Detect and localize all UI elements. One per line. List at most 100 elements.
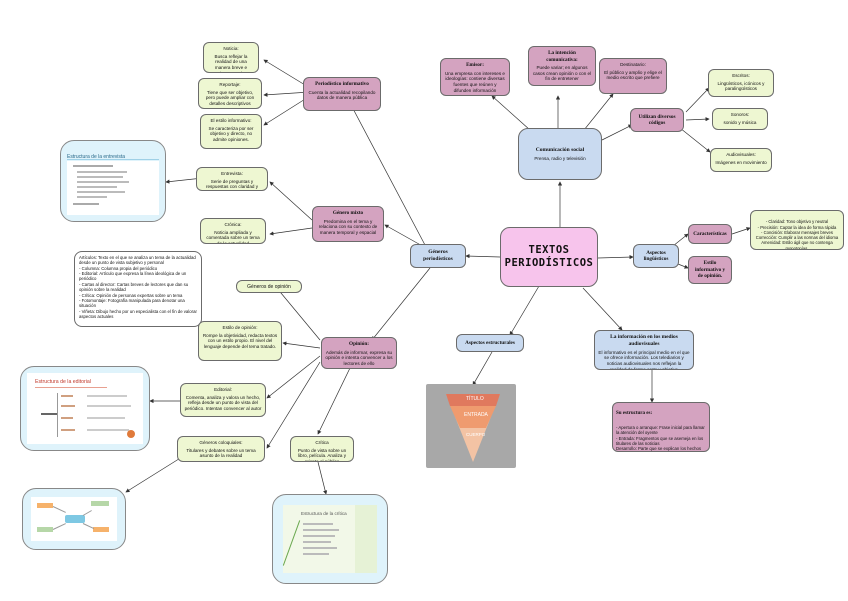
estilo-informativo-title: El estilo informativo:	[210, 118, 252, 123]
opinion-body: Además de informar, expresa su opinión e…	[325, 349, 393, 366]
caracteristicas-title: Características	[693, 230, 727, 237]
comunicacion-social-node: Comunicación social Prensa, radio y tele…	[518, 128, 602, 180]
emisor-title: Emisor:	[466, 62, 484, 68]
intencion-node: La intención comunicativa: Puede variar;…	[528, 46, 596, 86]
sonoros-node: Sonoros: sonido y música	[712, 108, 768, 130]
opinion-item-4: - Crítica: Opinión de personas expertas …	[79, 292, 183, 298]
coloquiales-body: Titulares y debates sobre un tema asunto…	[186, 447, 256, 459]
informacion-body: El informativo es el principal medio en …	[598, 349, 690, 370]
informacion-node: La información en los medios audiovisual…	[594, 330, 694, 370]
generos-opinion-title: Géneros de opinión	[247, 284, 291, 290]
codigos-node: Utilizan diversos códigos	[630, 108, 684, 132]
caracteristicas-list-body: - Claridad: Tono objetivo y neutral - Pr…	[755, 219, 839, 250]
genero-mixto-title: Género mixto	[332, 210, 364, 216]
estructura-body: - Apertura o arranque: Frase inicial par…	[616, 424, 705, 452]
comunicacion-body: Prensa, radio y televisión	[534, 155, 586, 161]
destinatario-body: El público y amplio y elige el medio esc…	[604, 69, 662, 81]
noticia-body: Busca reflejar la realidad de una manera…	[214, 53, 248, 72]
periodistico-informativo-title: Periodístico informativo	[315, 81, 369, 87]
noticia-node: Noticia: Busca reflejar la realidad de u…	[203, 42, 259, 73]
informacion-title: La información en los medios audiovisual…	[610, 334, 678, 347]
estilo-node: Estilo informativo y de opinión.	[688, 256, 732, 284]
periodistico-informativo-body: Cuenta la actualidad recopilando datos d…	[308, 89, 376, 101]
thumb-editorial-title: Estructura de la editorial	[35, 379, 91, 385]
center-node: TEXTOS PERIODÍSTICOS	[500, 227, 598, 287]
audiovisuales-body: Imágenes en movimiento	[715, 159, 767, 165]
opinion-types-list: Artículos: Texto en el que se analiza un…	[74, 251, 202, 327]
editorial-node: Editorial: Comenta, analiza y valora un …	[180, 383, 266, 417]
reportaje-body: Tiene que ser objetivo, pero puede ampli…	[205, 89, 255, 107]
opinion-item-0: Artículos: Texto en el que se analiza un…	[79, 255, 196, 266]
genero-mixto-body: Predomina en el tema y relaciona con su …	[318, 218, 378, 235]
comunicacion-title: Comunicación social	[535, 146, 585, 153]
center-title: TEXTOS PERIODÍSTICOS	[504, 243, 594, 269]
caracteristicas-list-node: - Claridad: Tono objetivo y neutral - Pr…	[750, 210, 844, 250]
estilo-title: Estilo informativo y de opinión.	[694, 260, 726, 280]
destinatario-node: Destinatario: El público y amplio y elig…	[599, 58, 667, 94]
estructura-title: Su estructura es:	[616, 411, 653, 417]
entrevista-structure-image: Estructura de la entrevista	[60, 140, 166, 222]
entrevista-node: Entrevista: Serie de preguntas y respues…	[196, 167, 268, 191]
periodistico-informativo-node: Periodístico informativo Cuenta la actua…	[303, 77, 381, 111]
opinion-item-2: - Editorial: Artículo que expresa la lín…	[79, 271, 187, 282]
entrevista-title: Entrevista:	[221, 171, 243, 176]
destinatario-title: Destinatario:	[620, 62, 646, 67]
generos-opinion-node: Géneros de opinión	[236, 280, 302, 293]
editorial-structure-image: Estructura de la editorial	[20, 366, 150, 451]
cronica-title: Crónica:	[224, 222, 242, 227]
pyramid-cuerpo: CUERPO	[466, 432, 486, 437]
audiovisuales-title: Audiovisuales:	[726, 152, 756, 157]
opinion-node: Opinión: Además de informar, expresa su …	[321, 337, 397, 369]
audiovisuales-node: Audiovisuales: Imágenes en movimiento	[710, 148, 772, 172]
pyramid-titulo: TÍTULO	[466, 396, 484, 402]
sonoros-title: Sonoros:	[730, 112, 750, 117]
reportaje-title: Reportaje:	[219, 82, 241, 87]
thumb-entrevista-title: Estructura de la entrevista	[67, 154, 126, 160]
opinion-title: Opinión:	[349, 341, 369, 347]
cronica-node: Crónica: Noticia ampliada y comentada so…	[200, 218, 266, 244]
estructura-node: Su estructura es: - Apertura o arranque:…	[612, 402, 710, 452]
caracteristicas-node: Características	[688, 224, 732, 244]
escritos-node: Escritos: Lingüísticos, icónicos y paral…	[708, 69, 774, 97]
sonoros-body: sonido y música	[723, 119, 757, 125]
editorial-body: Comenta, analiza y valora un hecho, refl…	[184, 394, 262, 412]
aspectos-ling-title: Aspectos lingüísticos	[643, 249, 669, 263]
inverted-pyramid-image: TÍTULO ENTRADA CUERPO	[426, 384, 516, 468]
estilo-informativo-node: El estilo informativo: Se caracteriza po…	[200, 114, 262, 149]
intencion-title: La intención comunicativa:	[546, 50, 578, 63]
emisor-node: Emisor: Una empresa con intereses e ideo…	[440, 58, 510, 96]
escritos-body: Lingüísticos, icónicos y paralingüístico…	[717, 80, 765, 92]
opinion-item-1: - Columna: Columna propia del periódico	[79, 265, 158, 271]
critica-body: Punto de vista sobre un libro, película.…	[297, 447, 347, 462]
noticia-title: Noticia:	[223, 46, 239, 51]
critica-title: Crítica	[315, 440, 329, 445]
critica-node: Crítica Punto de vista sobre un libro, p…	[290, 436, 354, 462]
codigos-title: Utilizan diversos códigos	[638, 113, 676, 127]
genero-mixto-node: Género mixto Predomina en el tema y rela…	[312, 206, 384, 242]
generos-node: Géneros periodísticos	[410, 244, 466, 268]
entrevista-body: Serie de preguntas y respuestas con clar…	[205, 178, 259, 190]
estilo-opinion-title: Estilo de opinión:	[222, 325, 258, 330]
opinion-item-5: - Fotomontaje: Fotografía manipulada par…	[79, 297, 185, 309]
generos-title: Géneros periodísticos	[423, 249, 453, 262]
coloquiales-title: Géneros coloquiales:	[199, 440, 243, 445]
editorial-title: Editorial:	[214, 387, 232, 392]
opinion-item-3: - Cartas al director: Cartas breves de l…	[79, 281, 189, 293]
pyramid-entrada: ENTRADA	[464, 412, 488, 418]
opinion-item-6: - Viñeta: Dibujo hecho por un especialis…	[79, 308, 197, 319]
aspectos-estructurales-node: Aspectos estructurales	[456, 334, 524, 352]
thumb-critica-title: Estructura de la crítica	[301, 511, 347, 516]
aspectos-estructurales-title: Aspectos estructurales	[465, 339, 515, 346]
escritos-title: Escritos:	[732, 73, 750, 78]
critica-structure-image: Estructura de la crítica	[272, 494, 388, 584]
intencion-body: Puede variar; en algunos casos crean opi…	[532, 65, 592, 82]
reportaje-node: Reportaje: Tiene que ser objetivo, pero …	[198, 78, 262, 109]
cronica-body: Noticia ampliada y comentada sobre un te…	[206, 229, 260, 244]
aspectos-linguisticos-node: Aspectos lingüísticos	[633, 244, 679, 268]
estilo-opinion-node: Estilo de opinión: Rompe la objetividad,…	[198, 321, 282, 361]
emisor-body: Una empresa con intereses e ideologías: …	[444, 70, 505, 93]
estilo-opinion-body: Rompe la objetividad, redacta textos con…	[202, 332, 278, 350]
coloquiales-mindmap-image	[22, 488, 126, 550]
